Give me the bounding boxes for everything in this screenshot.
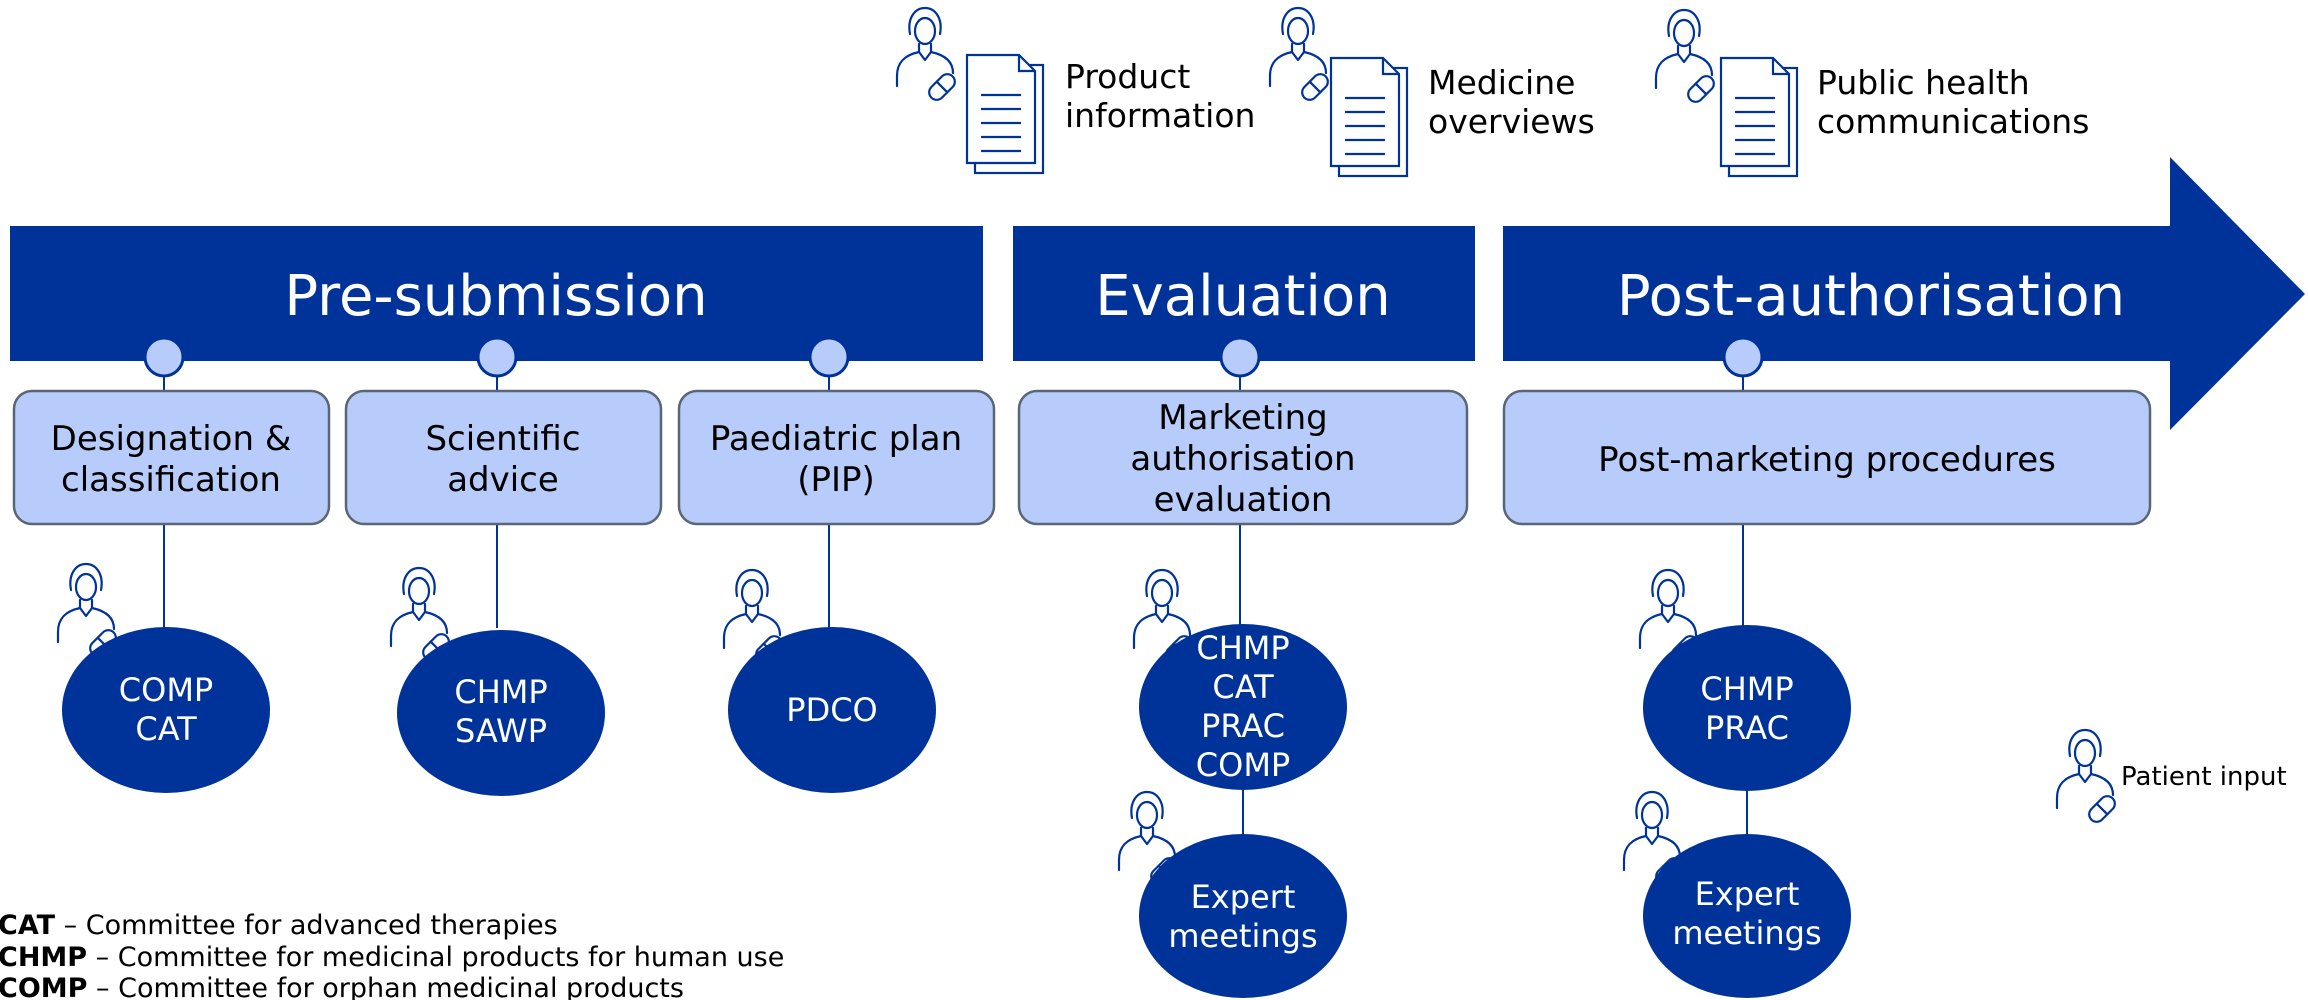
- expert-meetings-label-line: Expert: [1191, 878, 1296, 916]
- committee-label-line: SAWP: [455, 712, 547, 750]
- committee-label-line: CAT: [135, 710, 197, 748]
- committee-ellipse: [1643, 625, 1851, 791]
- committee-ellipse: [62, 627, 270, 793]
- legend-desc: – Committee for advanced therapies: [64, 910, 558, 941]
- committee-label-line: CAT: [1212, 668, 1274, 706]
- step-label-line: Scientific: [425, 419, 580, 459]
- patient-icon: [895, 6, 960, 105]
- document-medicine-overviews: Medicine overviews: [1268, 6, 1595, 178]
- committee-comp-cat: COMP CAT: [62, 627, 270, 793]
- phase-label: Post-authorisation: [1617, 264, 2125, 329]
- committee-chmp-prac: CHMP PRAC: [1643, 625, 1851, 791]
- step-scientific-advice: Scientific advice: [344, 389, 663, 526]
- step-box: [12, 389, 331, 526]
- committee-label-line: PDCO: [786, 691, 877, 729]
- step-box: [1017, 389, 1469, 526]
- step-label-line: (PIP): [797, 460, 875, 500]
- expert-meetings-label-line: meetings: [1168, 917, 1317, 955]
- committee-pdco: PDCO: [728, 627, 936, 793]
- document-product-information: Product information: [895, 6, 1255, 175]
- step-label-line: classification: [61, 460, 281, 500]
- committee-label-line: PRAC: [1705, 709, 1789, 747]
- abbreviation-legend: CAT – Committee for advanced therapies C…: [0, 910, 784, 1000]
- committee-ellipse: [728, 627, 936, 793]
- expert-meetings-ellipse: [1139, 834, 1347, 998]
- committee-ellipse: [1139, 624, 1347, 790]
- connector-dot: [1722, 336, 1764, 378]
- step-box: [344, 389, 663, 526]
- committee-label-line: COMP: [1196, 746, 1290, 784]
- connector-dot: [143, 336, 185, 378]
- expert-meetings-post-authorisation: Expert meetings: [1643, 834, 1851, 998]
- committee-ellipse: [397, 630, 605, 796]
- expert-meetings-evaluation: Expert meetings: [1139, 834, 1347, 998]
- document-label-line2: overviews: [1428, 102, 1595, 141]
- expert-meetings-ellipse: [1643, 834, 1851, 998]
- committee-chmp-sawp: CHMP SAWP: [397, 630, 605, 796]
- patient-input-legend: Patient input: [2055, 728, 2287, 827]
- banner-connector-dots: [143, 336, 1764, 378]
- document-label-line2: communications: [1817, 102, 2089, 141]
- step-label-line: Marketing: [1158, 398, 1327, 438]
- step-marketing-authorisation-evaluation: Marketing authorisation evaluation: [1017, 389, 1469, 526]
- legend-item-cat: CAT – Committee for advanced therapies: [0, 910, 558, 941]
- step-paediatric-plan: Paediatric plan (PIP): [677, 389, 996, 526]
- legend-abbr: COMP: [0, 973, 87, 1000]
- legend-item-chmp: CHMP – Committee for medicinal products …: [0, 942, 784, 973]
- legend-abbr: CAT: [0, 910, 56, 941]
- committee-chmp-cat-prac-comp: CHMP CAT PRAC COMP: [1139, 624, 1347, 790]
- phase-post-authorisation: Post-authorisation: [1503, 157, 2305, 430]
- patient-icon: [1654, 8, 1719, 107]
- committee-label-line: CHMP: [1196, 629, 1289, 667]
- expert-meetings-label-line: Expert: [1695, 875, 1800, 913]
- step-label-line: authorisation: [1130, 439, 1355, 479]
- document-icon: [965, 53, 1045, 175]
- step-post-marketing-procedures: Post-marketing procedures: [1502, 389, 2152, 526]
- document-label-line1: Medicine: [1428, 63, 1575, 102]
- step-label-line: advice: [447, 460, 559, 500]
- document-label-line1: Public health: [1817, 63, 2030, 102]
- committee-label-line: CHMP: [1700, 670, 1793, 708]
- step-label-line: Post-marketing procedures: [1598, 440, 2056, 480]
- committee-label-line: COMP: [119, 671, 213, 709]
- connector-dot: [808, 336, 850, 378]
- committee-label-line: CHMP: [454, 673, 547, 711]
- connector-dot: [1219, 336, 1261, 378]
- document-icon: [1719, 56, 1799, 178]
- patient-icon: [2055, 728, 2120, 827]
- step-box: [677, 389, 996, 526]
- patient-icon: [1268, 6, 1333, 105]
- document-label-line2: information: [1065, 96, 1255, 135]
- connector-dot: [476, 336, 518, 378]
- phase-arrow: [1503, 157, 2305, 430]
- document-icon: [1329, 56, 1409, 178]
- step-designation-classification: Designation & classification: [12, 389, 331, 526]
- document-public-health-communications: Public health communications: [1654, 8, 2089, 178]
- phase-label: Evaluation: [1095, 264, 1390, 329]
- expert-meetings-label-line: meetings: [1672, 914, 1821, 952]
- step-label-line: Paediatric plan: [710, 419, 962, 459]
- legend-abbr: CHMP: [0, 942, 87, 973]
- step-label-line: evaluation: [1154, 480, 1333, 520]
- patient-input-label: Patient input: [2121, 762, 2287, 792]
- legend-desc: – Committee for orphan medicinal product…: [96, 973, 684, 1000]
- document-label-line1: Product: [1065, 57, 1190, 96]
- committee-label-line: PRAC: [1201, 707, 1285, 745]
- step-box: [1502, 389, 2152, 526]
- legend-desc: – Committee for medicinal products for h…: [96, 942, 785, 973]
- phase-label: Pre-submission: [284, 264, 707, 329]
- legend-item-comp: COMP – Committee for orphan medicinal pr…: [0, 973, 684, 1000]
- step-label-line: Designation &: [51, 419, 292, 459]
